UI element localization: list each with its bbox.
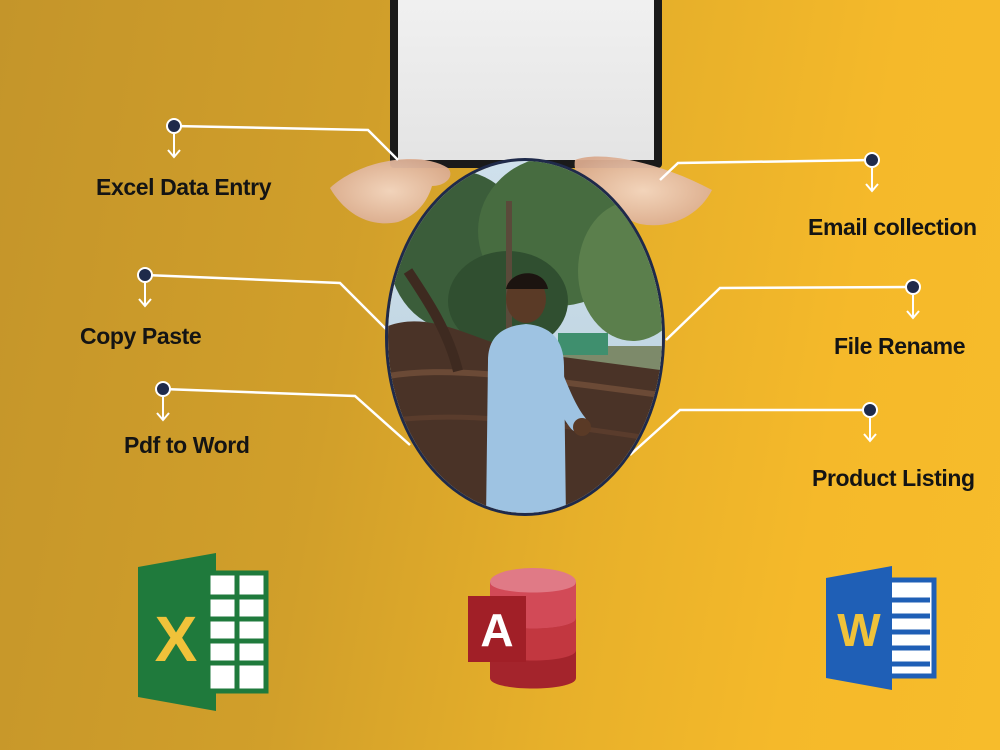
pin-icon [137,267,153,308]
access-icon-letter: A [480,604,513,656]
excel-icon-letter: X [155,603,198,675]
service-label-file-rename: File Rename [834,333,966,359]
service-label-excel-data-entry: Excel Data Entry [96,174,272,200]
service-label-product-listing: Product Listing [812,465,975,491]
profile-photo-scene [388,161,662,513]
pin-icon [166,118,182,159]
word-icon: W [826,566,937,690]
service-label-pdf-to-word: Pdf to Word [124,432,250,458]
profile-photo [385,158,665,516]
excel-icon: X [138,553,269,711]
pin-icon [862,402,878,443]
service-label-email-collection: Email collection [808,214,977,240]
pin-icon [905,279,921,320]
access-icon: A [468,568,576,689]
service-label-copy-paste: Copy Paste [80,323,202,349]
word-icon-letter: W [837,604,881,656]
pin-icon [864,152,880,193]
pin-icon [155,381,171,422]
